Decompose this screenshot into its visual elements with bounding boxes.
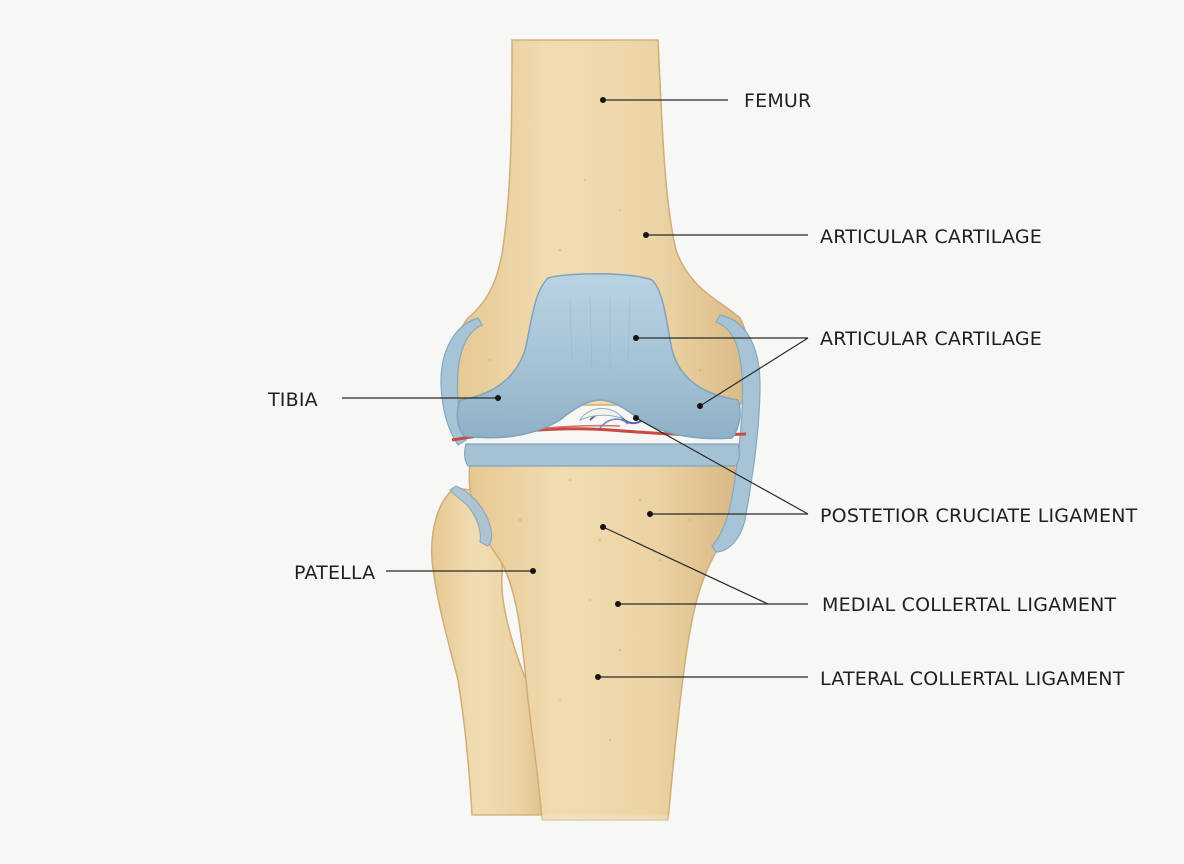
label-tibia: TIBIA — [267, 389, 318, 411]
label-articular-cartilage-lower: ARTICULAR CARTILAGE — [820, 328, 1042, 350]
intercondylar-notch — [578, 408, 624, 422]
label-articular-cartilage-upper: ARTICULAR CARTILAGE — [820, 226, 1042, 248]
right-collateral-band — [711, 314, 761, 553]
articular-cartilage-cap — [456, 272, 741, 440]
leader-dots — [495, 97, 703, 680]
label-posterior-cruciate-ligament: POSTETIOR CRUCIATE LIGAMENT — [820, 505, 1138, 527]
label-lateral-collateral-ligament: LATERAL COLLERTAL LIGAMENT — [820, 668, 1125, 690]
left-collateral-band — [440, 317, 483, 446]
leader-lines — [342, 99, 809, 678]
fibula-collateral-band — [449, 485, 493, 547]
label-medial-collateral-ligament: MEDIAL COLLERTAL LIGAMENT — [822, 594, 1117, 616]
meniscus-band — [464, 443, 740, 467]
label-patella: PATELLA — [294, 562, 375, 584]
cartilage-texture — [499, 295, 721, 415]
bone-texture — [488, 178, 702, 742]
label-femur: FEMUR — [744, 90, 811, 112]
